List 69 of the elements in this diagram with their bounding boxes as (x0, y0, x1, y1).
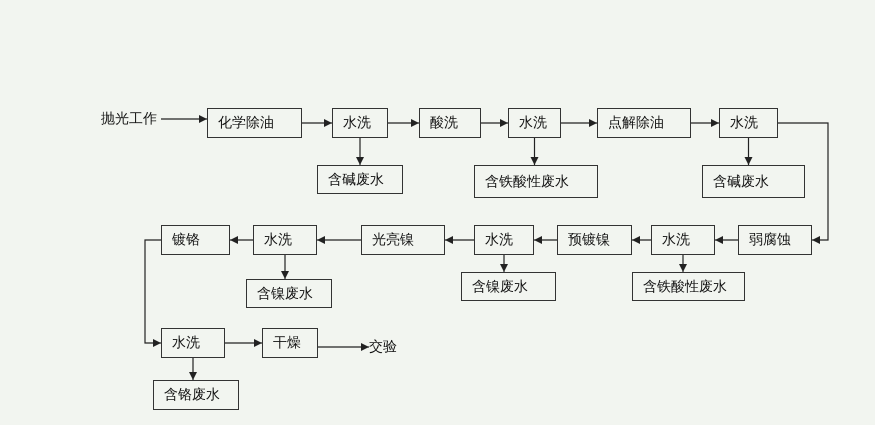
process-label: 含铬废水 (164, 386, 220, 404)
process-box (738, 225, 812, 255)
arrow (225, 339, 262, 347)
process-box (719, 108, 778, 138)
arrow (161, 115, 207, 123)
arrow (679, 255, 687, 272)
process-box (361, 225, 445, 255)
process-box (246, 279, 332, 308)
process-label: 光亮镍 (372, 231, 414, 249)
arrow (561, 119, 597, 127)
process-label: 含碱废水 (713, 172, 769, 190)
arrow (317, 236, 361, 244)
process-label: 弱腐蚀 (749, 231, 791, 249)
process-box (651, 225, 715, 255)
arrow (744, 138, 752, 165)
arrow (356, 138, 364, 165)
arrow (778, 122, 829, 244)
process-box (474, 225, 534, 255)
process-label: 含镍废水 (472, 278, 528, 296)
arrow (445, 236, 474, 244)
process-box (632, 272, 745, 301)
arrow (530, 138, 538, 165)
process-label: 含铁酸性废水 (485, 172, 569, 190)
process-label: 酸洗 (430, 114, 458, 132)
process-box (262, 328, 318, 358)
arrow (534, 236, 557, 244)
process-label: 预镀镍 (568, 231, 610, 249)
arrow (302, 119, 332, 127)
process-label: 化学除油 (218, 114, 274, 132)
process-box (508, 108, 561, 138)
arrow (189, 358, 197, 380)
process-label: 水洗 (662, 231, 690, 249)
process-box (317, 165, 403, 194)
arrow (715, 236, 738, 244)
arrow (691, 119, 719, 127)
arrow (388, 119, 419, 127)
process-label: 水洗 (172, 334, 200, 352)
arrow (281, 255, 289, 279)
flow-label: 抛光工作 (101, 110, 157, 128)
process-box (253, 225, 317, 255)
process-box (207, 108, 302, 138)
process-box (557, 225, 632, 255)
process-label: 点解除油 (608, 114, 664, 132)
arrow (144, 239, 161, 347)
process-box (474, 165, 598, 198)
process-label: 含铁酸性废水 (643, 278, 727, 296)
process-label: 水洗 (730, 114, 758, 132)
flow-label: 交验 (369, 338, 397, 356)
process-box (161, 328, 225, 358)
arrow (318, 343, 369, 351)
process-label: 水洗 (343, 114, 371, 132)
process-label: 水洗 (264, 231, 292, 249)
process-box (461, 272, 556, 301)
process-box (419, 108, 481, 138)
process-label: 水洗 (485, 231, 513, 249)
process-box (332, 108, 388, 138)
arrow (230, 236, 253, 244)
process-box (153, 380, 239, 410)
process-label: 干燥 (273, 334, 301, 352)
process-label: 水洗 (519, 114, 547, 132)
process-box (161, 225, 230, 255)
process-box (597, 108, 691, 138)
process-label: 镀铬 (172, 231, 200, 249)
process-box (702, 165, 805, 198)
process-label: 含镍废水 (257, 284, 313, 302)
arrow (481, 119, 508, 127)
process-label: 含碱废水 (328, 170, 384, 188)
arrow (500, 255, 508, 272)
arrow (632, 236, 651, 244)
